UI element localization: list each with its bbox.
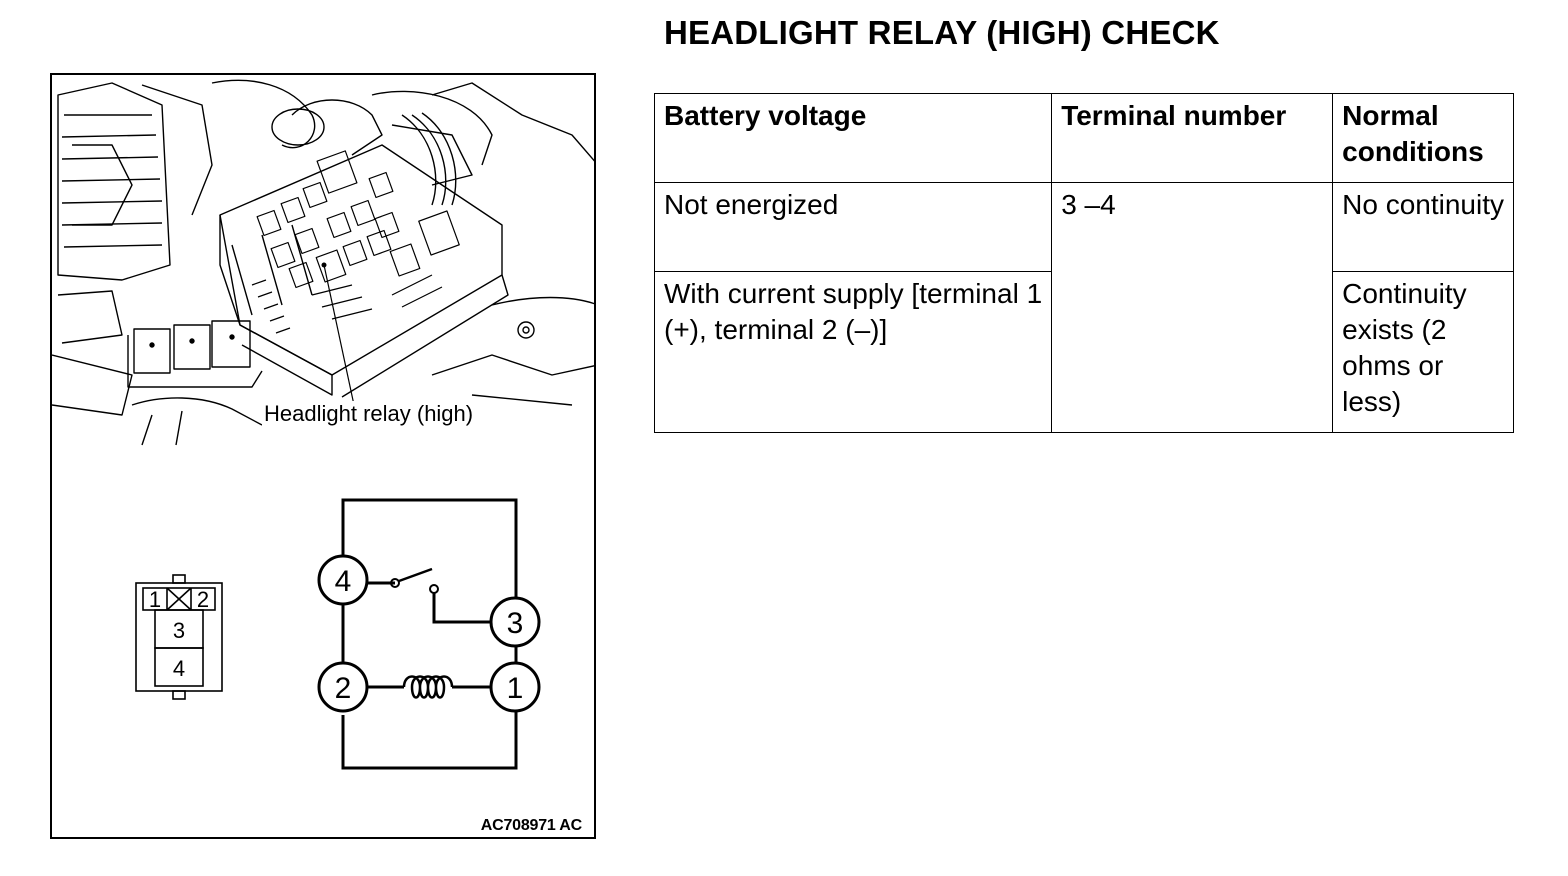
- header-battery-voltage: Battery voltage: [653, 93, 1053, 183]
- circuit-terminal-1: 1: [507, 672, 524, 705]
- cell-condition: No continuity: [1332, 182, 1514, 272]
- page-title: HEADLIGHT RELAY (HIGH) CHECK: [664, 14, 1220, 51]
- relay-circuit-schematic: [317, 498, 541, 770]
- connector-terminal-2: 2: [197, 587, 209, 612]
- cell-condition: Continuity exists (2 ohms or less): [1332, 271, 1514, 433]
- circuit-terminal-2: 2: [335, 672, 352, 705]
- cell-voltage: Not energized: [653, 182, 1053, 272]
- figure-panel: 1 2 3 4 4 3 2 1: [50, 73, 596, 839]
- connector-terminal-4: 4: [173, 656, 185, 681]
- header-normal-conditions: Normal conditions: [1332, 93, 1514, 183]
- header-terminal-number: Terminal number: [1051, 93, 1334, 183]
- table-row: With current supply [terminal 1 (+), ter…: [653, 271, 1514, 433]
- cell-terminal: 3 –4: [1051, 182, 1334, 433]
- headlight-relay-callout: Headlight relay (high): [262, 401, 476, 427]
- figure-id: AC708971 AC: [480, 817, 582, 834]
- circuit-terminal-4: 4: [335, 565, 352, 598]
- connector-terminal-1: 1: [149, 587, 161, 612]
- cell-voltage: With current supply [terminal 1 (+), ter…: [653, 271, 1053, 433]
- engine-compartment-illustration: 1 2 3 4 4 3 2 1: [52, 79, 594, 770]
- connector-terminal-3: 3: [173, 618, 185, 643]
- table-row: Not energized 3 –4 No continuity: [653, 182, 1514, 433]
- relay-connector-diagram: [135, 574, 223, 700]
- relay-check-table: Battery voltage Terminal number Normal c…: [653, 93, 1514, 433]
- table-header-row: Battery voltage Terminal number Normal c…: [653, 93, 1514, 183]
- circuit-terminal-3: 3: [507, 607, 524, 640]
